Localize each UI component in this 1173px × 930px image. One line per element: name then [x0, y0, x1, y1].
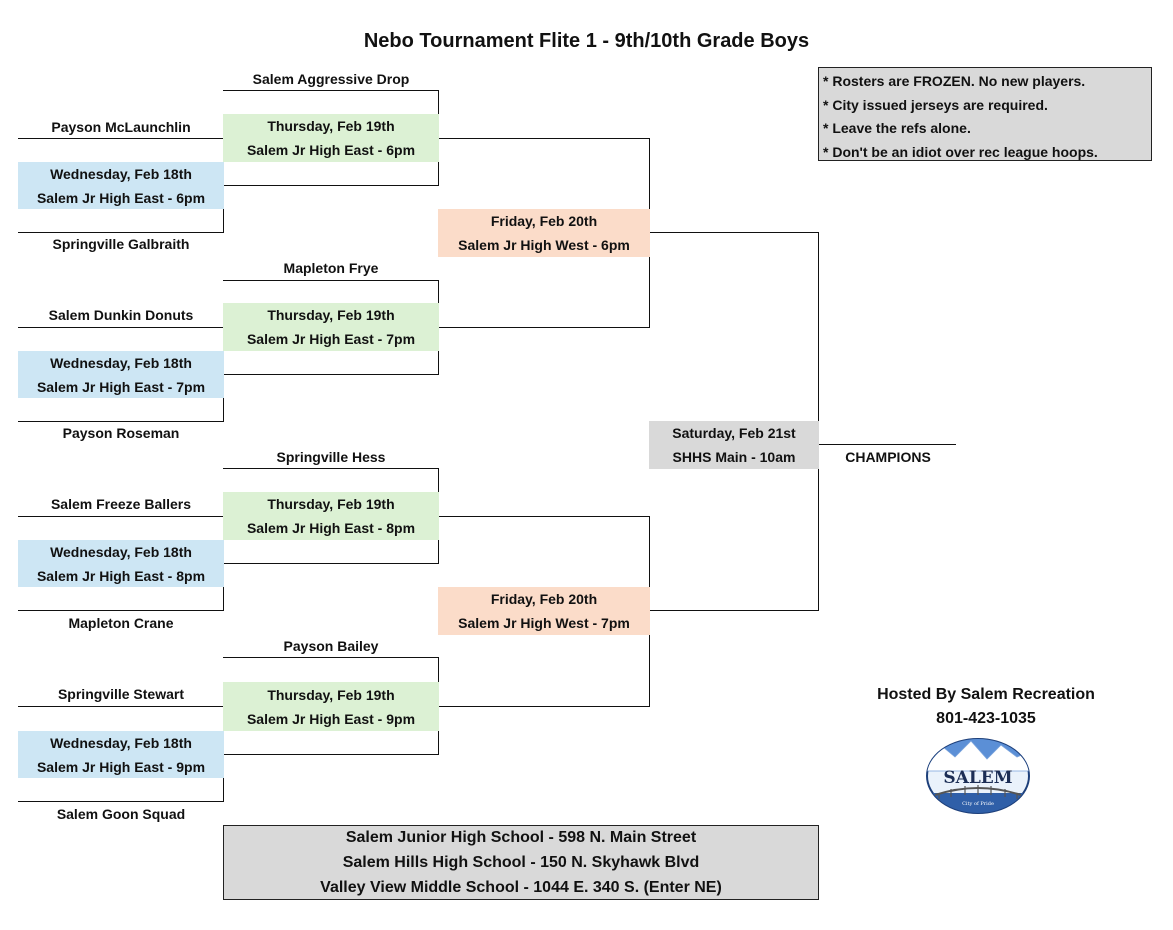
game-day: Thursday, Feb 19th: [267, 496, 395, 512]
team-name: Salem Freeze Ballers: [50, 496, 192, 512]
game-place: Salem Jr High West - 7pm: [458, 615, 630, 631]
second-round-game: Thursday, Feb 19th Salem Jr High East - …: [223, 492, 439, 540]
team-name: Salem Dunkin Donuts: [48, 307, 194, 323]
game-place: Salem Jr High East - 6pm: [36, 189, 206, 206]
team-name: Salem Goon Squad: [56, 806, 186, 822]
bracket-line: [223, 280, 439, 281]
game-day: Wednesday, Feb 18th: [50, 543, 192, 560]
game-day: Wednesday, Feb 18th: [50, 165, 192, 182]
team-name: Mapleton Frye: [283, 260, 379, 276]
bracket-line: [438, 516, 650, 517]
bracket-line: [649, 232, 819, 233]
bracket-line: [223, 90, 439, 91]
bracket-line: [18, 516, 224, 517]
rules-notes: * Rosters are FROZEN. No new players. * …: [818, 67, 1152, 161]
bracket-line: [223, 185, 439, 186]
game-place: Salem Jr High East - 9pm: [246, 710, 416, 727]
game-day: Wednesday, Feb 18th: [50, 354, 192, 371]
page-title: Nebo Tournament Flite 1 - 9th/10th Grade…: [363, 30, 810, 52]
venue-line: Salem Hills High School - 150 N. Skyhawk…: [342, 854, 700, 871]
bracket-line: [18, 421, 224, 422]
bracket-line: [18, 706, 224, 707]
game-place: Salem Jr High East - 6pm: [246, 142, 416, 158]
bracket-line: [223, 657, 439, 658]
note-line: * Leave the refs alone.: [823, 120, 971, 136]
game-place: Salem Jr High East - 8pm: [246, 520, 416, 536]
game-place: Salem Jr High East - 9pm: [36, 758, 206, 775]
team-name: Mapleton Crane: [68, 615, 174, 631]
semifinal-game: Friday, Feb 20th Salem Jr High West - 6p…: [438, 209, 650, 257]
note-line: * Don't be an idiot over rec league hoop…: [823, 143, 1098, 160]
bracket-line: [223, 374, 439, 375]
second-round-game: Thursday, Feb 19th Salem Jr High East - …: [223, 303, 439, 351]
bracket-line: [818, 444, 956, 445]
second-round-game: Thursday, Feb 19th Salem Jr High East - …: [223, 682, 439, 731]
game-day: Thursday, Feb 19th: [267, 118, 395, 134]
bracket-line: [438, 327, 650, 328]
game-day: Saturday, Feb 21st: [672, 425, 796, 441]
team-name: Payson Bailey: [283, 638, 379, 654]
logo-text: SALEM: [943, 768, 1012, 788]
host-phone: 801-423-1035: [936, 710, 1036, 727]
venue-line: Salem Junior High School - 598 N. Main S…: [345, 829, 697, 846]
bracket-line: [438, 706, 650, 707]
first-round-game: Wednesday, Feb 18th Salem Jr High East -…: [18, 162, 224, 209]
game-day: Friday, Feb 20th: [490, 213, 598, 229]
bracket-line: [223, 563, 439, 564]
logo-tagline: City of Pride: [962, 801, 994, 807]
bracket-line: [18, 801, 224, 802]
game-place: Salem Jr High East - 8pm: [36, 567, 206, 584]
game-day: Wednesday, Feb 18th: [50, 734, 192, 751]
first-round-game: Wednesday, Feb 18th Salem Jr High East -…: [18, 351, 224, 398]
bracket-line: [18, 327, 224, 328]
game-place: SHHS Main - 10am: [672, 449, 796, 465]
bracket-line: [438, 138, 650, 139]
note-line: * Rosters are FROZEN. No new players.: [823, 73, 1086, 89]
venues-box: Salem Junior High School - 598 N. Main S…: [223, 825, 819, 900]
team-name: Springville Galbraith: [52, 236, 190, 252]
semifinal-game: Friday, Feb 20th Salem Jr High West - 7p…: [438, 587, 650, 635]
champions-label: CHAMPIONS: [845, 449, 931, 465]
second-round-game: Thursday, Feb 19th Salem Jr High East - …: [223, 114, 439, 162]
team-name: Payson Roseman: [62, 425, 180, 441]
bracket-line: [18, 138, 224, 139]
team-name: Springville Hess: [276, 449, 386, 465]
bracket-line: [18, 232, 224, 233]
game-place: Salem Jr High East - 7pm: [246, 331, 416, 347]
final-game: Saturday, Feb 21st SHHS Main - 10am: [649, 421, 819, 469]
host-info: Hosted By Salem Recreation 801-423-1035: [856, 683, 1116, 731]
team-name: Salem Aggressive Drop: [252, 71, 410, 87]
venue-line: Valley View Middle School - 1044 E. 340 …: [320, 879, 722, 896]
bracket-line: [223, 468, 439, 469]
game-place: Salem Jr High East - 7pm: [36, 378, 206, 395]
first-round-game: Wednesday, Feb 18th Salem Jr High East -…: [18, 540, 224, 587]
game-day: Thursday, Feb 19th: [267, 686, 395, 703]
salem-logo: SALEM City of Pride: [926, 738, 1030, 814]
game-day: Friday, Feb 20th: [490, 591, 598, 607]
bracket-line: [223, 754, 439, 755]
game-day: Thursday, Feb 19th: [267, 307, 395, 323]
host-name: Hosted By Salem Recreation: [877, 686, 1095, 703]
team-name: Springville Stewart: [57, 686, 185, 702]
game-place: Salem Jr High West - 6pm: [458, 237, 630, 253]
bracket-line: [649, 610, 819, 611]
bracket-line: [18, 610, 224, 611]
first-round-game: Wednesday, Feb 18th Salem Jr High East -…: [18, 731, 224, 778]
team-name: Payson McLaunchlin: [51, 119, 191, 135]
note-line: * City issued jerseys are required.: [823, 96, 1048, 113]
